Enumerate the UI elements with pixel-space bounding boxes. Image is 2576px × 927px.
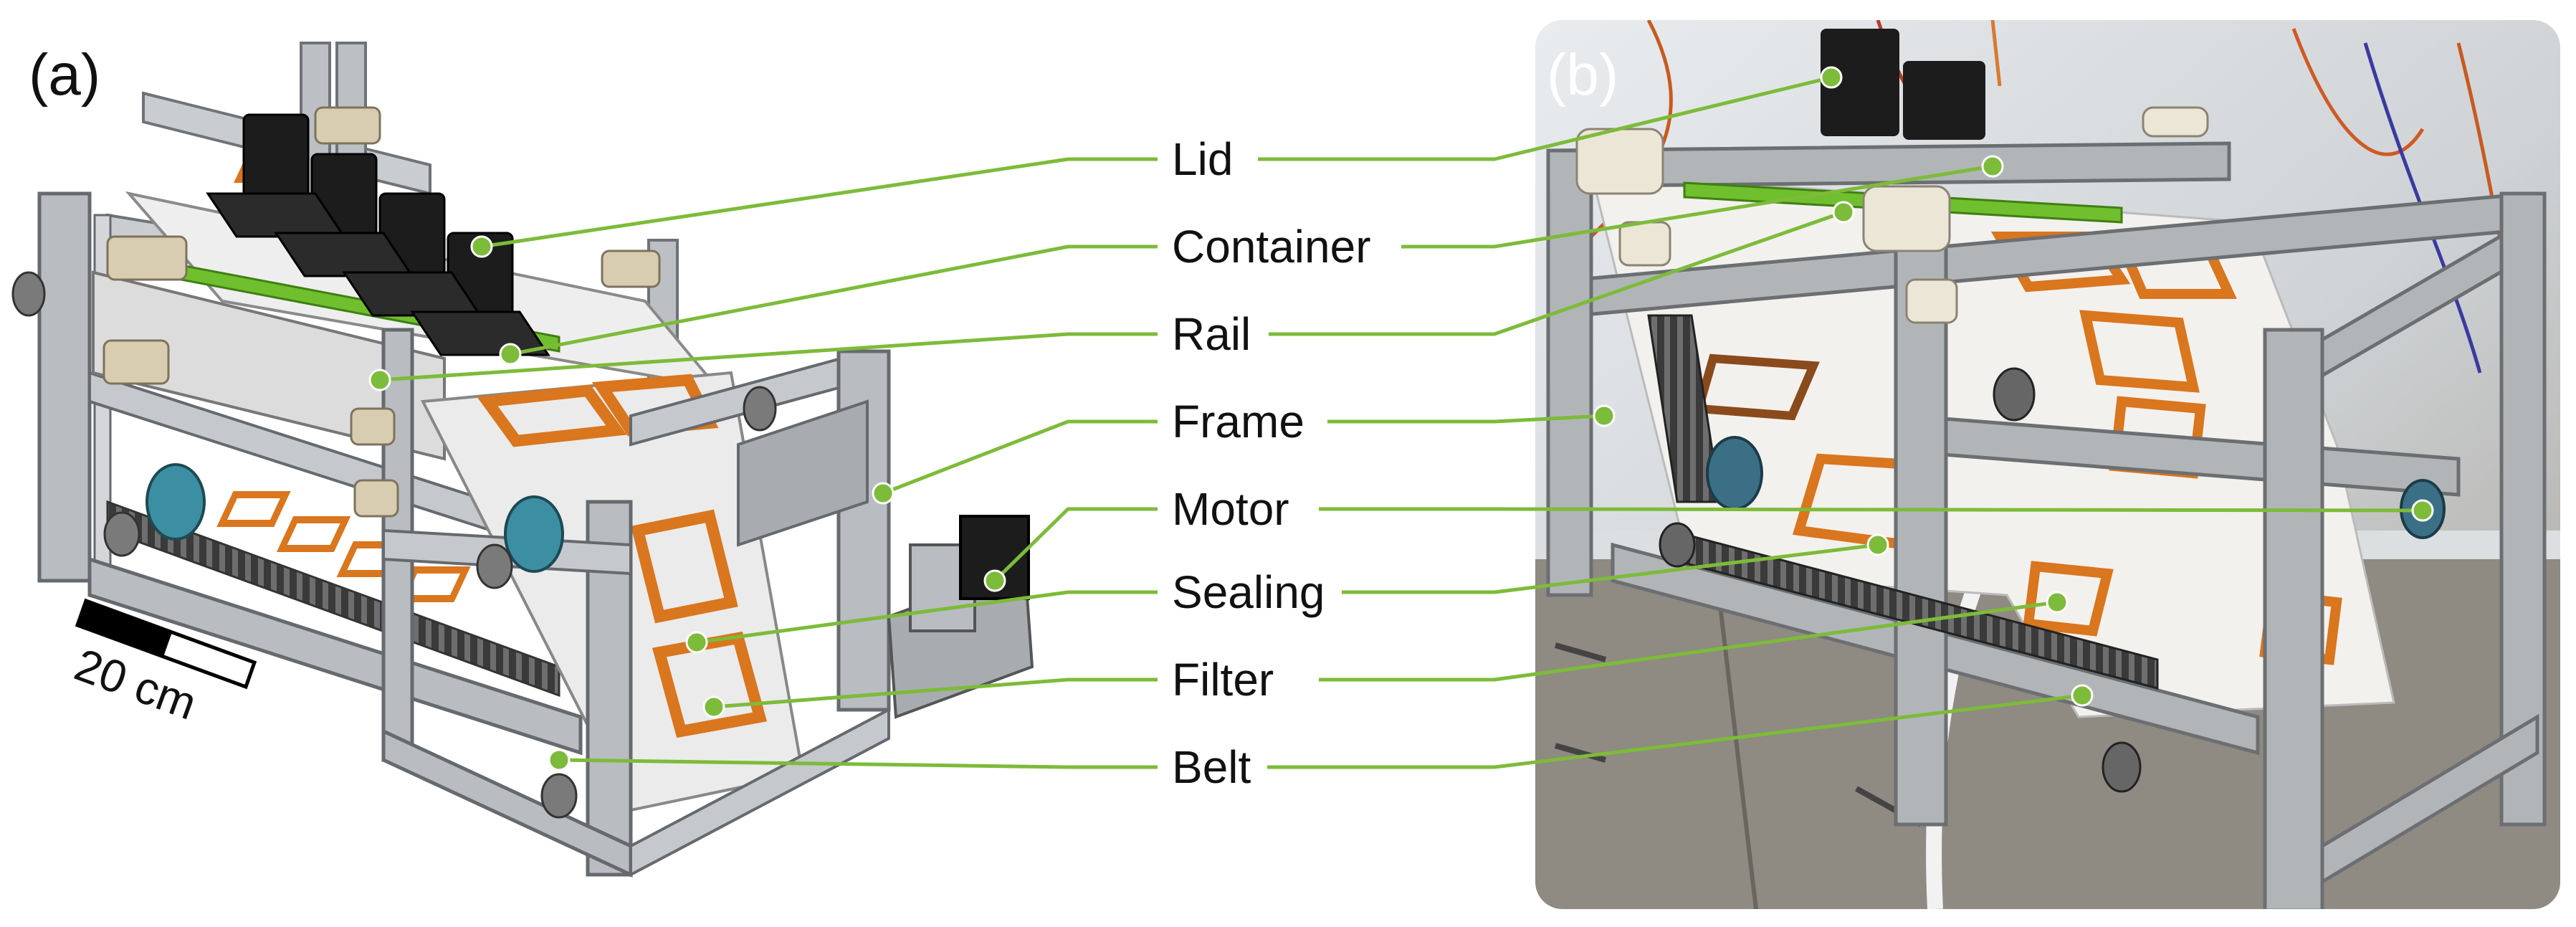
callout-dot xyxy=(2411,499,2434,522)
callout-line-filter-photo xyxy=(1319,600,2058,682)
callout-line-lid-photo xyxy=(1258,75,1832,161)
callout-label-rail: Rail xyxy=(1172,308,1251,360)
callout-label-lid: Lid xyxy=(1172,133,1233,185)
callout-line-filter xyxy=(713,678,1158,709)
callout-label-frame: Frame xyxy=(1172,396,1304,447)
callout-label-container: Container xyxy=(1172,221,1371,272)
callout-line-sealing-photo xyxy=(1342,543,1879,594)
callout-line-rail-photo xyxy=(1269,210,1844,336)
callout-label-sealing: Sealing xyxy=(1172,566,1325,618)
callout-label-belt: Belt xyxy=(1172,741,1251,793)
callout-dot xyxy=(2046,591,2069,614)
callout-dot xyxy=(1832,201,1855,224)
callout-dot xyxy=(2071,684,2094,707)
callout-label-motor: Motor xyxy=(1172,483,1289,535)
callout-dot xyxy=(470,235,493,258)
callout-dot xyxy=(983,569,1006,592)
cad-rendering xyxy=(11,42,1034,878)
callout-dot xyxy=(872,482,895,505)
callout-line-belt xyxy=(558,758,1158,769)
callout-lines xyxy=(379,75,2423,769)
callout-line-frame xyxy=(882,419,1158,495)
callout-line-belt-photo xyxy=(1267,693,2083,769)
callout-line-motor-photo xyxy=(1319,507,2423,513)
callout-dot xyxy=(685,631,708,654)
callout-line-container xyxy=(510,244,1158,356)
callout-line-lid xyxy=(481,157,1158,249)
panel-b-label: (b) xyxy=(1547,42,1618,108)
callout-line-sealing xyxy=(696,590,1158,645)
callout-line-motor xyxy=(993,507,1158,582)
callout-label-filter: Filter xyxy=(1172,654,1274,705)
callout-dot xyxy=(1820,66,1843,89)
callout-dot xyxy=(702,695,725,718)
callout-dot xyxy=(499,343,522,366)
callout-dot xyxy=(1981,155,2004,178)
callout-labels: Lid Container Rail Frame Motor Sealing F… xyxy=(1172,133,1371,793)
callout-line-rail xyxy=(379,332,1158,382)
panel-a-label: (a) xyxy=(29,42,100,108)
callout-dots xyxy=(368,66,2434,771)
callout-dot xyxy=(1593,404,1616,427)
callout-dot xyxy=(368,369,391,391)
callout-line-container-photo xyxy=(1401,164,1993,249)
photograph xyxy=(1535,20,2560,909)
callout-line-frame-photo xyxy=(1327,414,1605,424)
callout-dot xyxy=(1866,533,1889,556)
callout-dot xyxy=(548,748,571,771)
